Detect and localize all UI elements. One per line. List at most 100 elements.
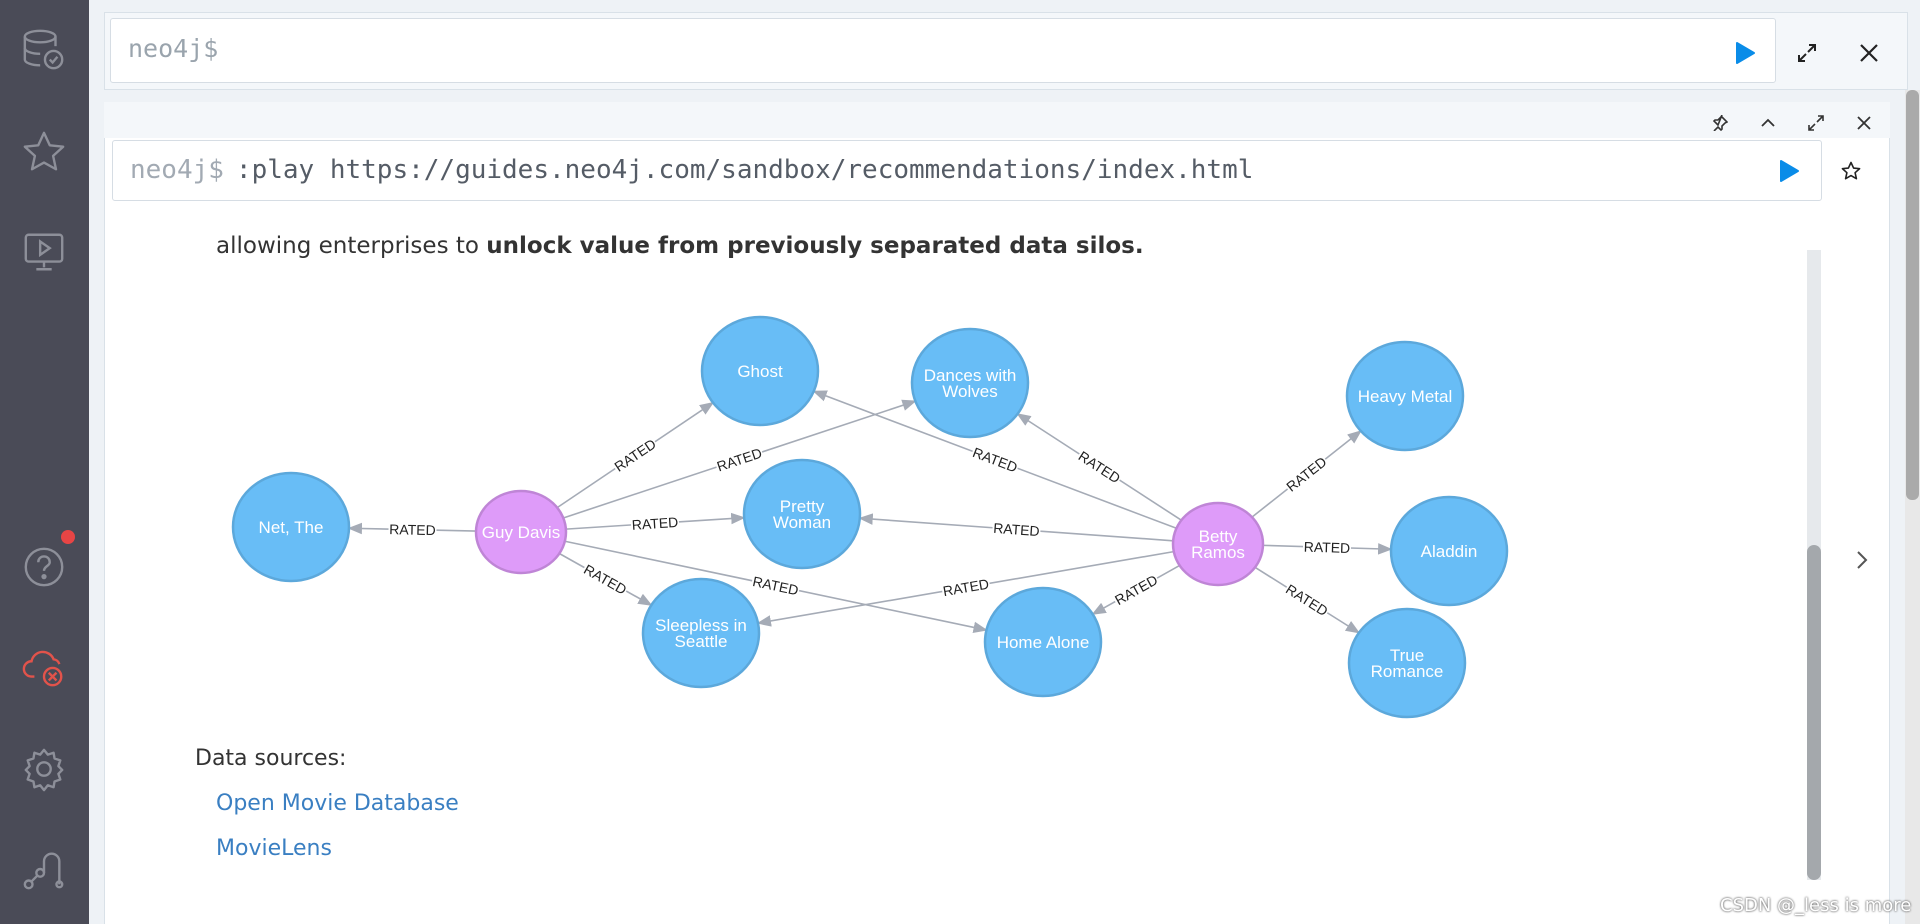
star-icon[interactable]	[20, 128, 68, 176]
close-icon	[1860, 44, 1878, 62]
guide-content: allowing enterprises to unlock value fro…	[112, 203, 1812, 919]
database-icon[interactable]	[20, 26, 68, 74]
expand-icon	[1798, 44, 1816, 62]
movie-node-pretty	[742, 458, 862, 570]
next-slide-button[interactable]	[1850, 545, 1874, 575]
movie-node-trueromance	[1347, 607, 1467, 719]
node-label-sleepless: Sleepless in	[655, 616, 747, 635]
relationship-label-bg	[714, 444, 765, 475]
relationship-label: RATED	[631, 514, 678, 533]
relationship-label-bg	[1302, 538, 1352, 557]
node-label-pretty: Pretty	[780, 497, 825, 516]
frame-prompt: neo4j$	[130, 155, 224, 185]
expand-icon	[1808, 115, 1824, 131]
movie-node-homealone	[983, 586, 1103, 698]
play-icon	[1736, 42, 1755, 64]
pin-frame-button[interactable]	[1710, 113, 1730, 133]
movie-node-heavymetal	[1345, 340, 1465, 452]
relationship-label-bg	[969, 443, 1021, 476]
frame-command[interactable]: neo4j$ :play https://guides.neo4j.com/san…	[130, 155, 1253, 185]
fullscreen-editor-button[interactable]	[1794, 40, 1820, 66]
close-icon	[1857, 116, 1871, 130]
window-scrollbar-thumb[interactable]	[1906, 90, 1919, 500]
relationship-label: RATED	[389, 521, 436, 538]
chevron-up-icon	[1761, 118, 1775, 127]
relationship-label: RATED	[942, 576, 990, 600]
relationship-label-bg	[1282, 580, 1332, 620]
relationship-label: RATED	[1283, 453, 1329, 494]
node-label-aladdin: Aladdin	[1421, 542, 1478, 561]
close-frame-button[interactable]	[1854, 113, 1874, 133]
notification-dot	[61, 530, 75, 544]
graph-nodes: Net, The Guy Davis Ghost Dances withWolvesP…	[231, 315, 1509, 719]
movie-node-net	[231, 471, 351, 583]
favorite-button[interactable]	[1838, 158, 1864, 184]
editor-prompt: neo4j$	[128, 34, 219, 63]
relationship-label: RATED	[1304, 539, 1351, 556]
run-query-button[interactable]	[1732, 40, 1758, 66]
frame-toolbar	[104, 102, 1890, 138]
play-icon	[1780, 160, 1799, 182]
collapse-frame-button[interactable]	[1758, 113, 1778, 133]
movie-node-ghost	[700, 315, 820, 427]
chevron-right-icon	[1857, 551, 1868, 569]
relationship-label: RATED	[611, 436, 658, 475]
node-label-sleepless: Seattle	[675, 632, 728, 651]
content-scrollbar-thumb[interactable]	[1807, 545, 1821, 880]
relationship-label: RATED	[581, 561, 629, 598]
movie-node-aladdin	[1389, 495, 1509, 607]
node-label-homealone: Home Alone	[997, 633, 1090, 652]
relationship-label-bg	[610, 435, 660, 476]
node-label-heavymetal: Heavy Metal	[1358, 387, 1452, 406]
query-editor[interactable]	[110, 18, 1776, 83]
relationship-label: RATED	[1076, 448, 1124, 487]
node-label-betty: Betty	[1199, 527, 1238, 546]
relationship-label-bg	[940, 575, 991, 600]
paragraph-text: allowing enterprises to	[216, 233, 487, 259]
relationship-label-bg	[1074, 447, 1124, 487]
relationship-label-bg	[750, 572, 801, 599]
node-label-dances: Wolves	[942, 382, 997, 401]
node-label-dances: Dances with	[924, 366, 1017, 385]
person-node-guy	[474, 489, 568, 575]
paragraph-bold-text: unlock value from previously separated d…	[486, 233, 1144, 259]
close-editor-button[interactable]	[1856, 40, 1882, 66]
relationship-label: RATED	[715, 445, 764, 475]
help-icon[interactable]	[20, 543, 68, 591]
relationship-label: RATED	[971, 444, 1020, 475]
movie-node-dances	[910, 327, 1030, 439]
settings-gear-icon[interactable]	[20, 745, 68, 793]
node-label-betty: Ramos	[1191, 543, 1245, 562]
node-label-trueromance: True	[1390, 646, 1424, 665]
link-open-movie-database[interactable]: Open Movie Database	[216, 791, 459, 816]
rerun-command-button[interactable]	[1776, 158, 1802, 184]
relationship-label: RATED	[1283, 581, 1331, 619]
relationship-label-bg	[580, 560, 631, 599]
sidebar	[0, 0, 89, 924]
relationship-label-bg	[388, 521, 437, 539]
pin-icon	[1712, 115, 1728, 131]
node-label-pretty: Woman	[773, 513, 831, 532]
person-node-betty	[1171, 501, 1265, 587]
monitor-play-icon[interactable]	[20, 228, 68, 276]
star-outline-icon	[1841, 161, 1861, 180]
relationship-label-bg	[991, 519, 1041, 540]
frame-command-box[interactable]	[112, 140, 1822, 201]
link-movielens[interactable]: MovieLens	[216, 836, 332, 861]
movie-node-sleepless	[641, 577, 761, 689]
node-label-guy: Guy Davis	[482, 523, 560, 542]
node-label-ghost: Ghost	[737, 362, 783, 381]
frame-command-text: :play https://guides.neo4j.com/sandbox/r…	[235, 155, 1254, 185]
relationship-label: RATED	[1112, 571, 1160, 608]
fullscreen-frame-button[interactable]	[1806, 113, 1826, 133]
cloud-disconnected-icon[interactable]	[20, 643, 68, 691]
neo4j-connection-icon[interactable]	[20, 845, 68, 893]
recommendation-graph: RATED RATED RATED RATED RATED RATED RATED RATED…	[231, 315, 1509, 719]
relationship-label-bg	[1282, 452, 1331, 496]
guide-paragraph: allowing enterprises to unlock value fro…	[216, 233, 1144, 259]
data-sources-title: Data sources:	[195, 746, 347, 771]
relationship-label-bg	[630, 513, 680, 533]
relationship-label: RATED	[993, 520, 1040, 539]
node-label-net: Net, The	[259, 518, 324, 537]
relationship-label: RATED	[751, 573, 800, 598]
